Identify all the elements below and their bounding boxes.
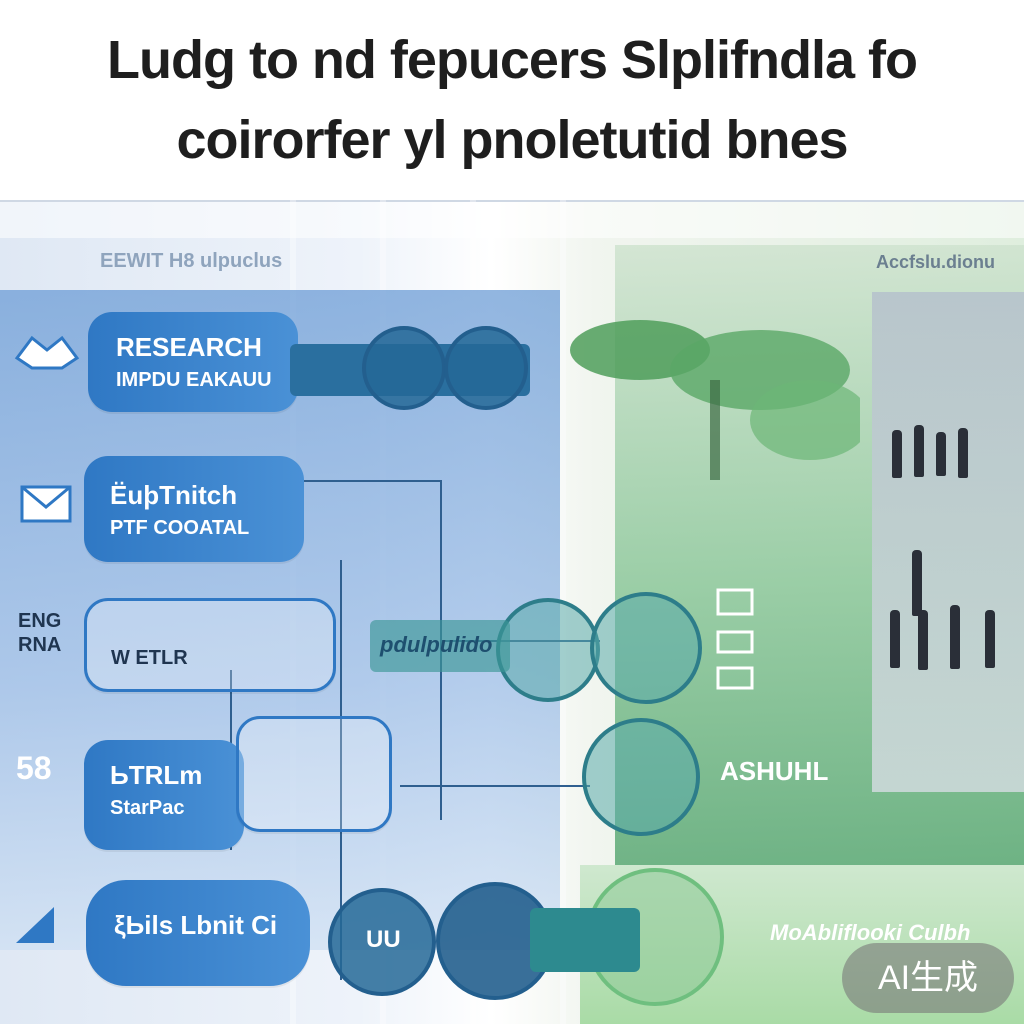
connector-line: [300, 480, 440, 482]
caption-top-right: Accfslu.dionu: [876, 252, 996, 272]
mid-label: pdulpulido: [380, 632, 493, 657]
side-label-en: ENG: [18, 610, 62, 632]
bubble-box-icon: [328, 888, 436, 996]
handshake-icon: [14, 335, 80, 370]
card-dispatch: ЁuþTnitch PTF COOATAL: [84, 456, 304, 562]
card-weather: W ETLR: [84, 598, 336, 692]
crowd-panel: [872, 292, 1024, 792]
box-label: UU: [366, 926, 401, 953]
bubble-phone-icon: [496, 598, 600, 702]
person-silhouette: [892, 430, 902, 478]
card-bottom: ξЬils Lbnit Ci: [86, 880, 310, 986]
person-silhouette: [914, 425, 924, 477]
bubble-pencil-icon: [590, 592, 702, 704]
person-silhouette: [985, 610, 995, 668]
infographic-scene: EEWIT H8 ulpuclus Accfslu.dionu ENG RNA …: [0, 200, 1024, 1024]
card-dispatch-subtitle: PTF COOATAL: [110, 517, 250, 539]
card-bottom-title: ξЬils Lbnit Ci: [114, 910, 278, 940]
card-research-title: RESEARCH: [116, 332, 262, 362]
person-silhouette: [890, 610, 900, 668]
side-label-number: 58: [16, 750, 52, 786]
card-weather-subtitle: W ETLR: [111, 647, 188, 669]
connector-line: [340, 560, 342, 980]
side-label-na: RNA: [18, 634, 62, 656]
person-silhouette: [950, 605, 960, 669]
card-striped: [236, 716, 392, 832]
bubble-face-icon: [362, 326, 446, 410]
title-line-2: coirorfer yl pnoletutid bnes: [176, 110, 848, 170]
right-label: ASHUHL: [720, 756, 829, 786]
bottom-teal-bar: [530, 908, 640, 972]
tree-icon: [570, 320, 860, 480]
envelope-icon: [20, 485, 72, 523]
person-silhouette: [958, 428, 968, 478]
bottom-right-label: MoAbliflooki Culbh: [770, 920, 971, 945]
card-research: RESEARCH IMPDU EAKAUU: [88, 312, 298, 412]
bubble-user-icon: [582, 718, 700, 836]
card-starpac-subtitle: StarPac: [110, 797, 185, 819]
card-starpac: ЬTRLm StarPac: [84, 740, 244, 850]
card-dispatch-title: ЁuþTnitch: [110, 480, 238, 510]
bubble-check-icon: [444, 326, 528, 410]
document-icon: [716, 588, 754, 690]
ai-generated-watermark: AI生成: [842, 943, 1014, 1013]
card-research-subtitle: IMPDU EAKAUU: [116, 369, 272, 391]
card-starpac-title: ЬTRLm: [110, 760, 203, 790]
page-title: Ludg to nd fepucers Slplifndla fo coiror…: [0, 20, 1024, 180]
person-silhouette: [918, 610, 928, 670]
chart-icon: [16, 907, 54, 943]
title-line-1: Ludg to nd fepucers Slplifndla fo: [107, 30, 918, 90]
connector-line: [400, 785, 590, 787]
frame-top-strip: [0, 200, 1024, 238]
person-silhouette: [912, 550, 922, 616]
teal-bar: [370, 620, 510, 672]
person-silhouette: [936, 432, 946, 476]
caption-top-left: EEWIT H8 ulpuclus: [100, 250, 283, 272]
